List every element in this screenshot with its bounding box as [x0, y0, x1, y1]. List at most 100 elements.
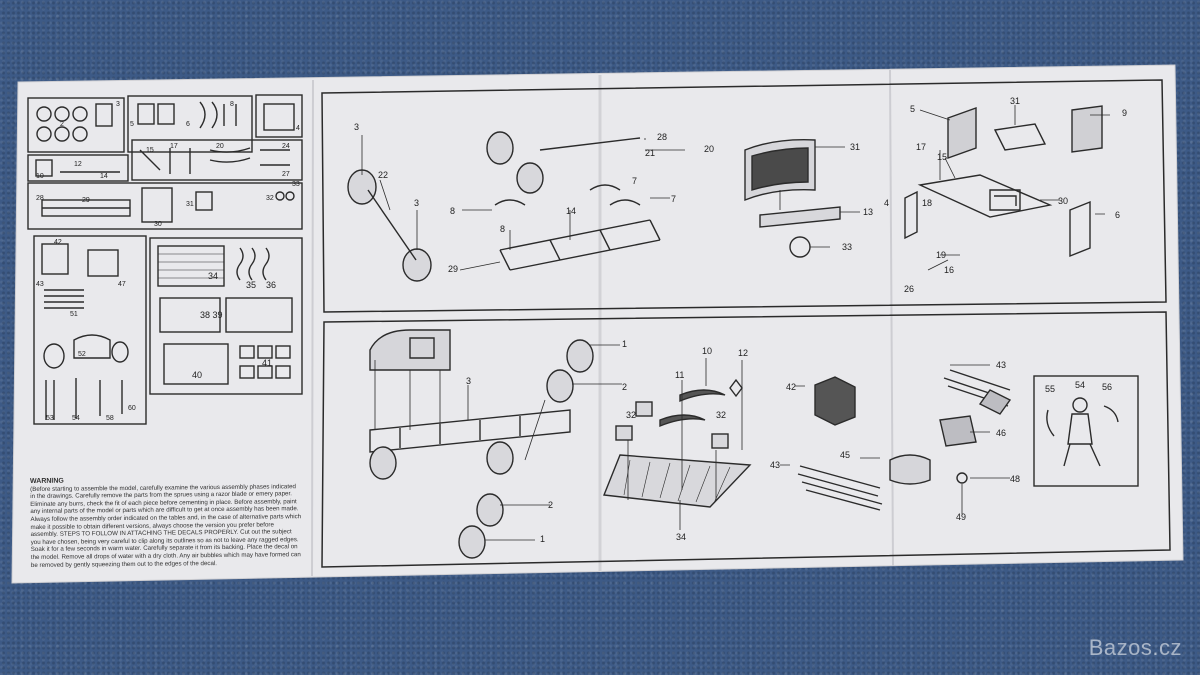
side-panel [1069, 200, 1091, 258]
step1-callouts: 3 22 3 29 8 8 14 28 21 20 7 7 [354, 122, 714, 274]
svg-text:13: 13 [863, 207, 873, 217]
wheel [369, 446, 397, 480]
cab-back [947, 107, 977, 159]
plate-lines [158, 253, 224, 279]
part-block [141, 187, 173, 223]
svg-text:20: 20 [216, 143, 224, 150]
svg-text:31: 31 [1010, 96, 1020, 106]
part-block [87, 249, 119, 277]
svg-text:30: 30 [1058, 196, 1068, 206]
svg-text:30: 30 [154, 221, 162, 228]
step6-callouts: 43 42 46 45 43 48 49 [770, 360, 1020, 522]
sprue-frame-mid-b [131, 139, 303, 181]
svg-text:51: 51 [70, 311, 78, 318]
svg-text:15: 15 [937, 152, 947, 162]
mudguard [679, 389, 726, 403]
svg-text:34: 34 [676, 532, 686, 542]
callout-lines [374, 344, 622, 541]
mount-part [73, 334, 111, 359]
chassis [369, 409, 571, 453]
curved-part [199, 101, 237, 129]
svg-text:15: 15 [146, 147, 154, 154]
svg-text:5: 5 [910, 104, 915, 114]
svg-text:12: 12 [738, 348, 748, 358]
callout-lines [780, 364, 1010, 514]
sprue-part-numbers: 3 2 5 6 8 4 10 12 14 15 17 20 24 27 28 2… [36, 101, 300, 422]
small-part [285, 191, 295, 201]
svg-text:17: 17 [170, 143, 178, 150]
svg-text:7: 7 [671, 194, 676, 204]
step3-callouts: 5 31 9 17 15 4 18 30 6 19 16 26 [884, 96, 1127, 294]
svg-text:36: 36 [266, 280, 276, 290]
svg-text:3: 3 [354, 122, 359, 132]
plate-part [225, 297, 293, 333]
svg-text:53: 53 [46, 415, 54, 422]
svg-text:18: 18 [922, 198, 932, 208]
wheel-part [43, 343, 65, 369]
step6-flak-gun [780, 364, 1012, 514]
cab-floor [917, 174, 1053, 218]
crew-figures-inset [1033, 375, 1139, 487]
svg-text:1: 1 [622, 339, 627, 349]
wheel [458, 525, 486, 559]
svg-text:54: 54 [72, 415, 80, 422]
svg-text:11: 11 [675, 370, 684, 380]
axle [367, 189, 417, 261]
svg-text:2: 2 [548, 500, 553, 510]
step-panel-top [321, 79, 1167, 313]
svg-text:14: 14 [100, 173, 108, 180]
plate-part [159, 297, 221, 333]
figure-head [1072, 397, 1088, 413]
step4-callouts: 1 2 3 2 1 [466, 339, 627, 544]
svg-text:42: 42 [54, 239, 62, 246]
svg-text:33: 33 [292, 181, 300, 188]
figure-arm-right [1103, 405, 1119, 423]
small-plate [239, 365, 255, 379]
wheel-part [111, 341, 129, 363]
gun-mount-upper [978, 389, 1012, 415]
svg-text:38 39: 38 39 [200, 310, 223, 320]
wheel-part [72, 106, 88, 122]
part-block [95, 103, 113, 127]
chassis-cross [399, 416, 521, 448]
svg-text:29: 29 [448, 264, 458, 274]
svg-text:31: 31 [850, 142, 860, 152]
inset-frame [1033, 375, 1139, 487]
svg-text:4: 4 [296, 125, 300, 132]
cab-window [409, 337, 435, 359]
svg-text:52: 52 [78, 351, 86, 358]
step4-truck-assembly [369, 329, 622, 559]
plate-part [157, 245, 225, 287]
sprue-frame-mid-c [27, 182, 303, 230]
step2-cab-roof [744, 139, 860, 258]
svg-text:41: 41 [262, 358, 272, 368]
svg-text:3: 3 [116, 101, 120, 108]
step5-flatbed [603, 358, 752, 530]
svg-text:24: 24 [282, 143, 290, 150]
watermark: Bazos.cz [1088, 635, 1182, 660]
figure-part [45, 378, 123, 420]
svg-text:34: 34 [208, 271, 218, 281]
part-block [195, 191, 213, 211]
warning-body: (Before starting to assemble the model, … [30, 482, 302, 569]
wheel [486, 441, 514, 475]
svg-text:32: 32 [266, 195, 274, 202]
svg-text:43: 43 [770, 460, 780, 470]
svg-text:48: 48 [1010, 474, 1020, 484]
cab-door [1071, 105, 1103, 153]
small-plate [239, 345, 255, 359]
svg-text:6: 6 [186, 121, 190, 128]
svg-text:7: 7 [632, 176, 637, 186]
svg-text:46: 46 [996, 428, 1006, 438]
svg-text:20: 20 [704, 144, 714, 154]
lamp [729, 378, 743, 398]
sprue-frame-lower-left [33, 235, 147, 425]
fold-line-left [311, 79, 314, 577]
svg-text:43: 43 [996, 360, 1006, 370]
svg-text:9: 9 [1122, 108, 1127, 118]
svg-text:47: 47 [118, 281, 126, 288]
svg-text:27: 27 [282, 171, 290, 178]
gun-cradle [939, 415, 977, 447]
wheel [402, 248, 432, 282]
